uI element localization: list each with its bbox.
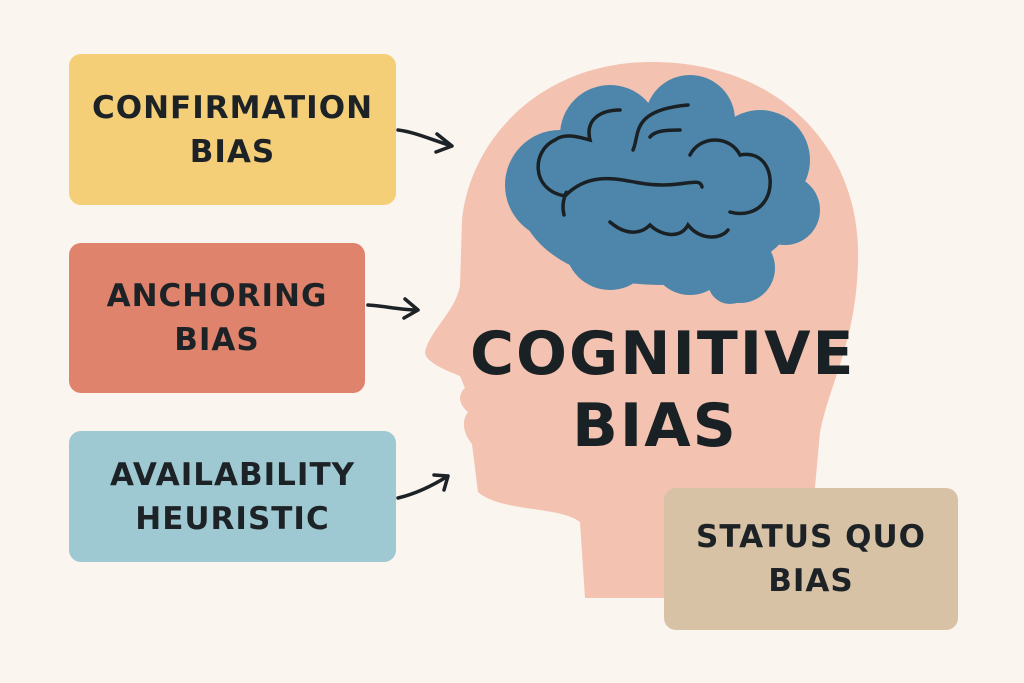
arrow-icon [396, 473, 450, 500]
arrow-icon [366, 297, 420, 320]
box-label-line1: STATUS QUO [696, 519, 926, 555]
anchoring-bias-box: ANCHORING BIAS [69, 243, 365, 393]
arrow-icon [396, 128, 454, 154]
box-label-line1: CONFIRMATION [91, 89, 374, 126]
title-line2: BIAS [572, 391, 738, 461]
box-label-line2: HEURISTIC [135, 500, 330, 537]
box-label-line2: BIAS [189, 133, 276, 170]
confirmation-bias-box: CONFIRMATION BIAS [69, 54, 396, 205]
box-label-line2: BIAS [768, 563, 854, 599]
title-line1: COGNITIVE [470, 319, 856, 389]
box-label-line1: ANCHORING [106, 278, 328, 314]
box-label-line1: AVAILABILITY [109, 456, 356, 493]
availability-heuristic-box: AVAILABILITY HEURISTIC [69, 431, 396, 562]
diagram-title: COGNITIVE BIAS [470, 318, 856, 462]
status-quo-bias-box: STATUS QUO BIAS [664, 488, 958, 630]
box-label-line2: BIAS [174, 322, 260, 358]
arrows [366, 128, 454, 500]
brain-folds [536, 103, 772, 239]
